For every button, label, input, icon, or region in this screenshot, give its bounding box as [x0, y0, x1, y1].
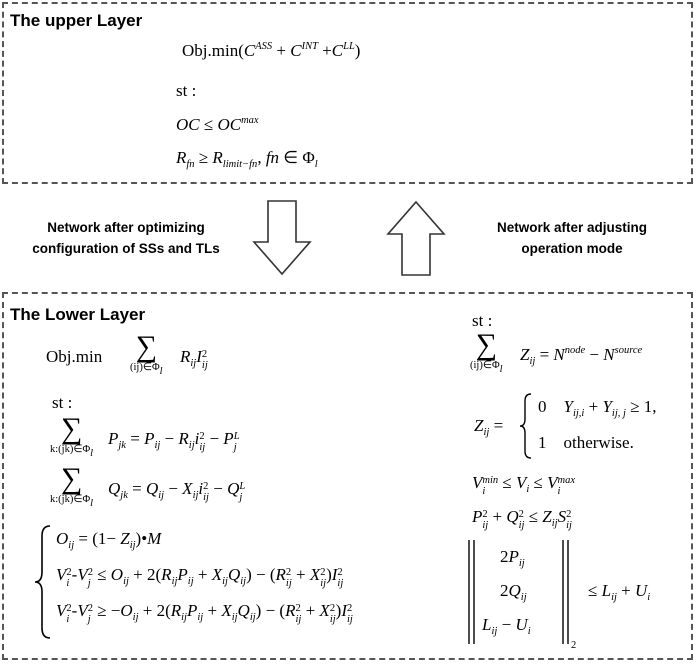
down-caption-line1: Network after optimizing	[47, 220, 205, 235]
upper-layer-title: The upper Layer	[10, 11, 143, 30]
upper-layer-box: The upper Layer Obj.min(CASS + CINT +CLL…	[2, 2, 693, 184]
norm-row-2p: 2Pij	[500, 547, 525, 569]
up-caption-line2: operation mode	[521, 240, 623, 256]
norm-rhs: ≤ Lij + Ui	[588, 581, 651, 603]
lower-st-label-left: st :	[52, 393, 73, 412]
z-piecewise-case1: 0 Yij,i + Yij, j ≥ 1,	[538, 397, 657, 419]
lower-objective-sum: ∑ (ij)∈Φl	[130, 330, 163, 377]
lower-layer-title: The Lower Layer	[10, 305, 146, 324]
radiality-equation: Zij = Nnode − Nsource	[520, 345, 643, 367]
norm-left-bars-icon	[468, 540, 475, 644]
z-piecewise-lhs: Zij =	[474, 416, 504, 438]
up-arrow-caption: Network after adjusting operation mode	[462, 218, 682, 260]
down-arrow-caption: Network after optimizing configuration o…	[14, 218, 238, 260]
down-arrow-icon	[252, 200, 312, 276]
up-caption-line1: Network after adjusting	[496, 220, 648, 235]
norm-row-2q: 2Qij	[500, 581, 527, 603]
p-balance-sum: ∑ k:(jk)∈Φl	[50, 412, 94, 459]
radiality-sum: ∑ (ij)∈Φl	[470, 328, 503, 375]
lower-objective-label: Obj.min	[46, 347, 103, 366]
lower-st-label-right: st :	[472, 311, 493, 330]
norm-row-l-minus-u: Lij − Ui	[482, 615, 531, 637]
q-balance-sum: ∑ k:(jk)∈Φl	[50, 462, 94, 509]
upper-objective: Obj.min(CASS + CINT +CLL)	[182, 41, 361, 60]
upper-constraint-oc: OC ≤ OCmax	[176, 115, 259, 134]
voltage-big-m-eq: Oij = (1− Zij)•M	[56, 529, 162, 551]
down-caption-line2: configuration of SSs and TLs	[32, 240, 220, 256]
svg-text:2: 2	[571, 640, 576, 650]
z-piecewise-brace-icon	[519, 393, 532, 459]
up-arrow-icon	[386, 200, 446, 276]
left-brace-icon	[34, 525, 51, 639]
upper-constraint-reliability: Rfn ≥ Rlimit−fn, fn ∈ Φl	[176, 148, 318, 170]
upper-st-label: st :	[176, 81, 197, 100]
norm-right-bars-icon: 2	[562, 540, 576, 650]
z-piecewise-case2: 1 otherwise.	[538, 433, 634, 452]
